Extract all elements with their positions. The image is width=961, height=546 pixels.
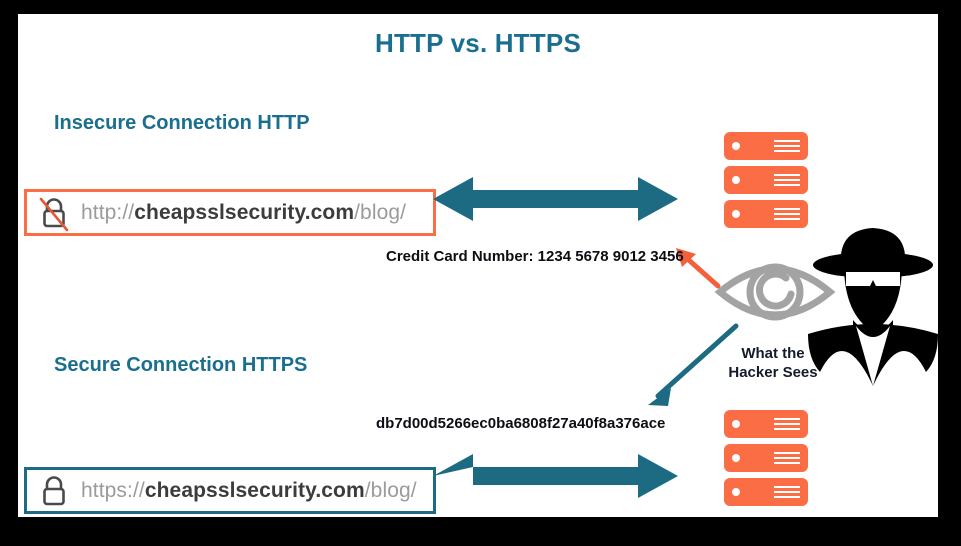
encrypted-data-label: db7d00d5266ec0ba6808f27a40f8a376ace: [376, 415, 666, 432]
url-text-http: http://cheapsslsecurity.com/blog/: [81, 201, 406, 225]
spying-eye-icon: [714, 263, 836, 321]
server-rack-icon-https: [724, 410, 808, 512]
url-path-https: /blog/: [364, 478, 417, 502]
server-unit: [724, 166, 808, 194]
server-led-icon: [732, 454, 740, 462]
section-heading-insecure: Insecure Connection HTTP: [54, 112, 310, 134]
address-bar-http[interactable]: http://cheapsslsecurity.com/blog/: [24, 189, 436, 236]
server-led-icon: [732, 420, 740, 428]
server-unit: [724, 410, 808, 438]
server-led-icon: [732, 142, 740, 150]
url-domain-https: cheapsslsecurity.com: [144, 478, 365, 502]
server-led-icon: [732, 210, 740, 218]
address-bar-https[interactable]: https://cheapsslsecurity.com/blog/: [24, 467, 436, 514]
server-vents-icon: [774, 208, 800, 220]
url-text-https: https://cheapsslsecurity.com/blog/: [81, 479, 417, 503]
server-vents-icon: [774, 452, 800, 464]
url-path-http: /blog/: [354, 200, 407, 224]
double-headed-arrow-icon-http: [433, 177, 678, 221]
url-scheme-http: http://: [81, 200, 135, 224]
plaintext-data-label: Credit Card Number: 1234 5678 9012 3456: [386, 248, 684, 265]
server-led-icon: [732, 176, 740, 184]
server-unit: [724, 200, 808, 228]
server-vents-icon: [774, 174, 800, 186]
unlocked-padlock-crossed-icon: [27, 189, 81, 236]
server-vents-icon: [774, 140, 800, 152]
server-vents-icon: [774, 486, 800, 498]
locked-padlock-icon: [27, 467, 81, 514]
section-heading-secure: Secure Connection HTTPS: [54, 354, 308, 376]
server-unit: [724, 444, 808, 472]
server-vents-icon: [774, 418, 800, 430]
server-unit: [724, 478, 808, 506]
server-led-icon: [732, 488, 740, 496]
url-domain-http: cheapsslsecurity.com: [134, 200, 355, 224]
server-rack-icon-http: [724, 132, 808, 234]
page-title: HTTP vs. HTTPS: [374, 28, 582, 58]
hacker-caption: What the Hacker Sees: [728, 345, 818, 381]
server-unit: [724, 132, 808, 160]
double-headed-arrow-icon-https: [433, 454, 678, 498]
url-scheme-https: https://: [81, 478, 145, 502]
infographic-content: HTTP vs. HTTPS Insecure Connection HTTP …: [18, 14, 938, 517]
